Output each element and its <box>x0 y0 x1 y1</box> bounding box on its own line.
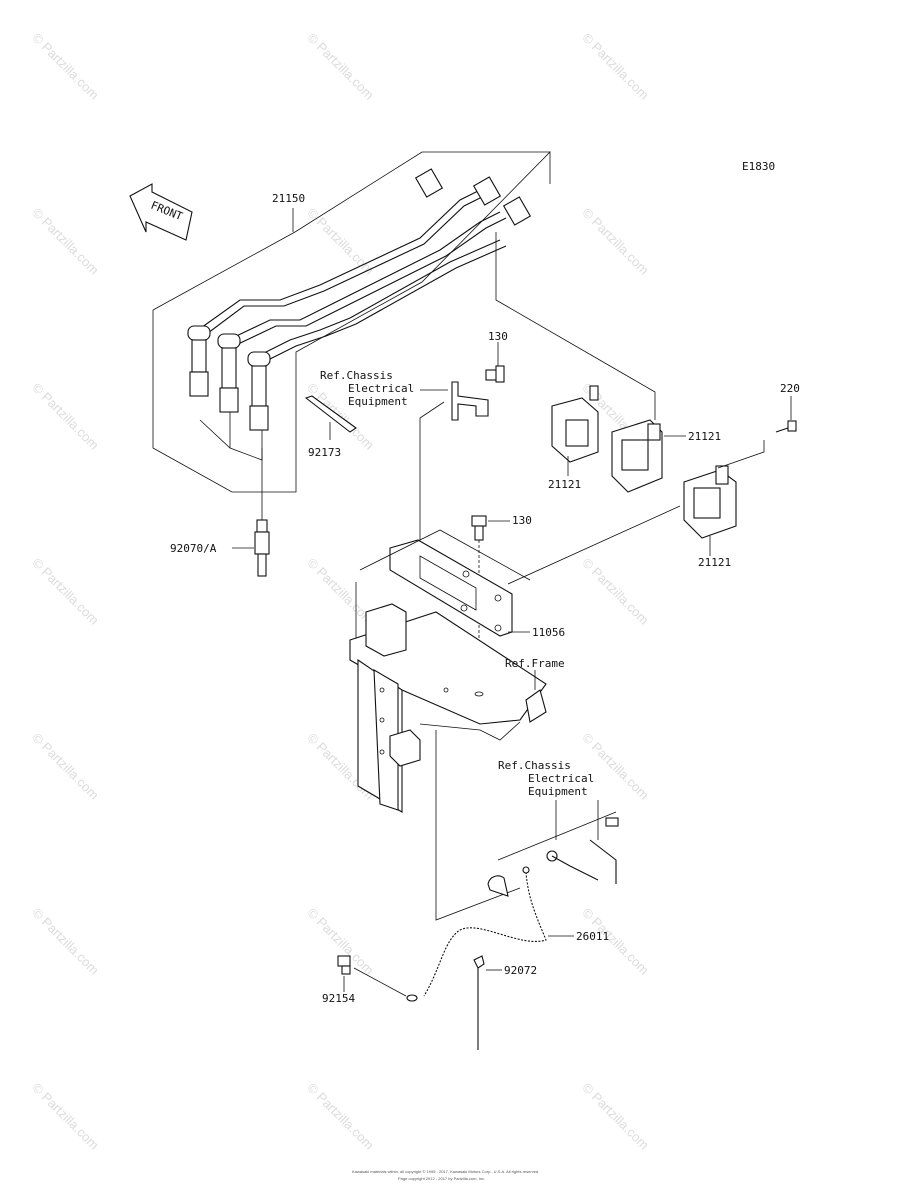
clamp: 92072 <box>473 955 537 1050</box>
bolt-220: 220 <box>775 382 800 433</box>
front-arrow-icon: FRONT <box>129 183 193 241</box>
lead-wire: 26011 <box>406 866 609 1002</box>
part-92173: 92173 <box>308 446 341 459</box>
part-92070a: 92070/A <box>170 542 217 555</box>
footer-line-2: Page copyright 2012 - 2017 by Partzilla.… <box>398 1176 485 1181</box>
part-21121-c: 21121 <box>698 556 731 569</box>
part-92072: 92072 <box>504 964 537 977</box>
frame: Ref.Frame <box>349 529 565 921</box>
part-26011: 26011 <box>576 930 609 943</box>
bolt-130-upper: 130 <box>485 330 508 383</box>
part-21121-a: 21121 <box>548 478 581 491</box>
part-130-upper: 130 <box>488 330 508 343</box>
ref-chassis-lower: Ref.Chassis Electrical Equipment <box>487 759 619 897</box>
part-130-lower: 130 <box>512 514 532 527</box>
ref-chassis-upper-line3: Equipment <box>348 395 408 408</box>
part-21150: 21150 <box>272 192 305 205</box>
ref-chassis-upper: Ref.Chassis Electrical Equipment <box>320 369 489 540</box>
ignition-coil-b: 21121 <box>495 232 721 493</box>
part-11056: 11056 <box>532 626 565 639</box>
coil-bracket: 11056 <box>389 539 565 639</box>
bolt-92154: 92154 <box>322 955 407 1005</box>
ref-chassis-lower-line2: Electrical <box>528 772 594 785</box>
part-220: 220 <box>780 382 800 395</box>
part-92154: 92154 <box>322 992 355 1005</box>
ref-chassis-lower-line3: Equipment <box>528 785 588 798</box>
ref-frame: Ref.Frame <box>505 657 565 670</box>
spark-plug: 92070/A <box>170 519 270 577</box>
ref-chassis-upper-line1: Ref.Chassis <box>320 369 393 382</box>
footer-line-1: Kawasaki materials within, all copyright… <box>352 1169 539 1174</box>
spark-plug-cable-group: 21150 <box>152 151 551 520</box>
ref-chassis-upper-line2: Electrical <box>348 382 414 395</box>
diagram-code: E1830 <box>742 160 775 173</box>
ignition-coil-c: 21121 <box>507 440 765 585</box>
part-21121-b: 21121 <box>688 430 721 443</box>
ignition-coil-a: 21121 <box>548 397 599 491</box>
ref-chassis-lower-line1: Ref.Chassis <box>498 759 571 772</box>
band: 92173 <box>304 395 357 459</box>
